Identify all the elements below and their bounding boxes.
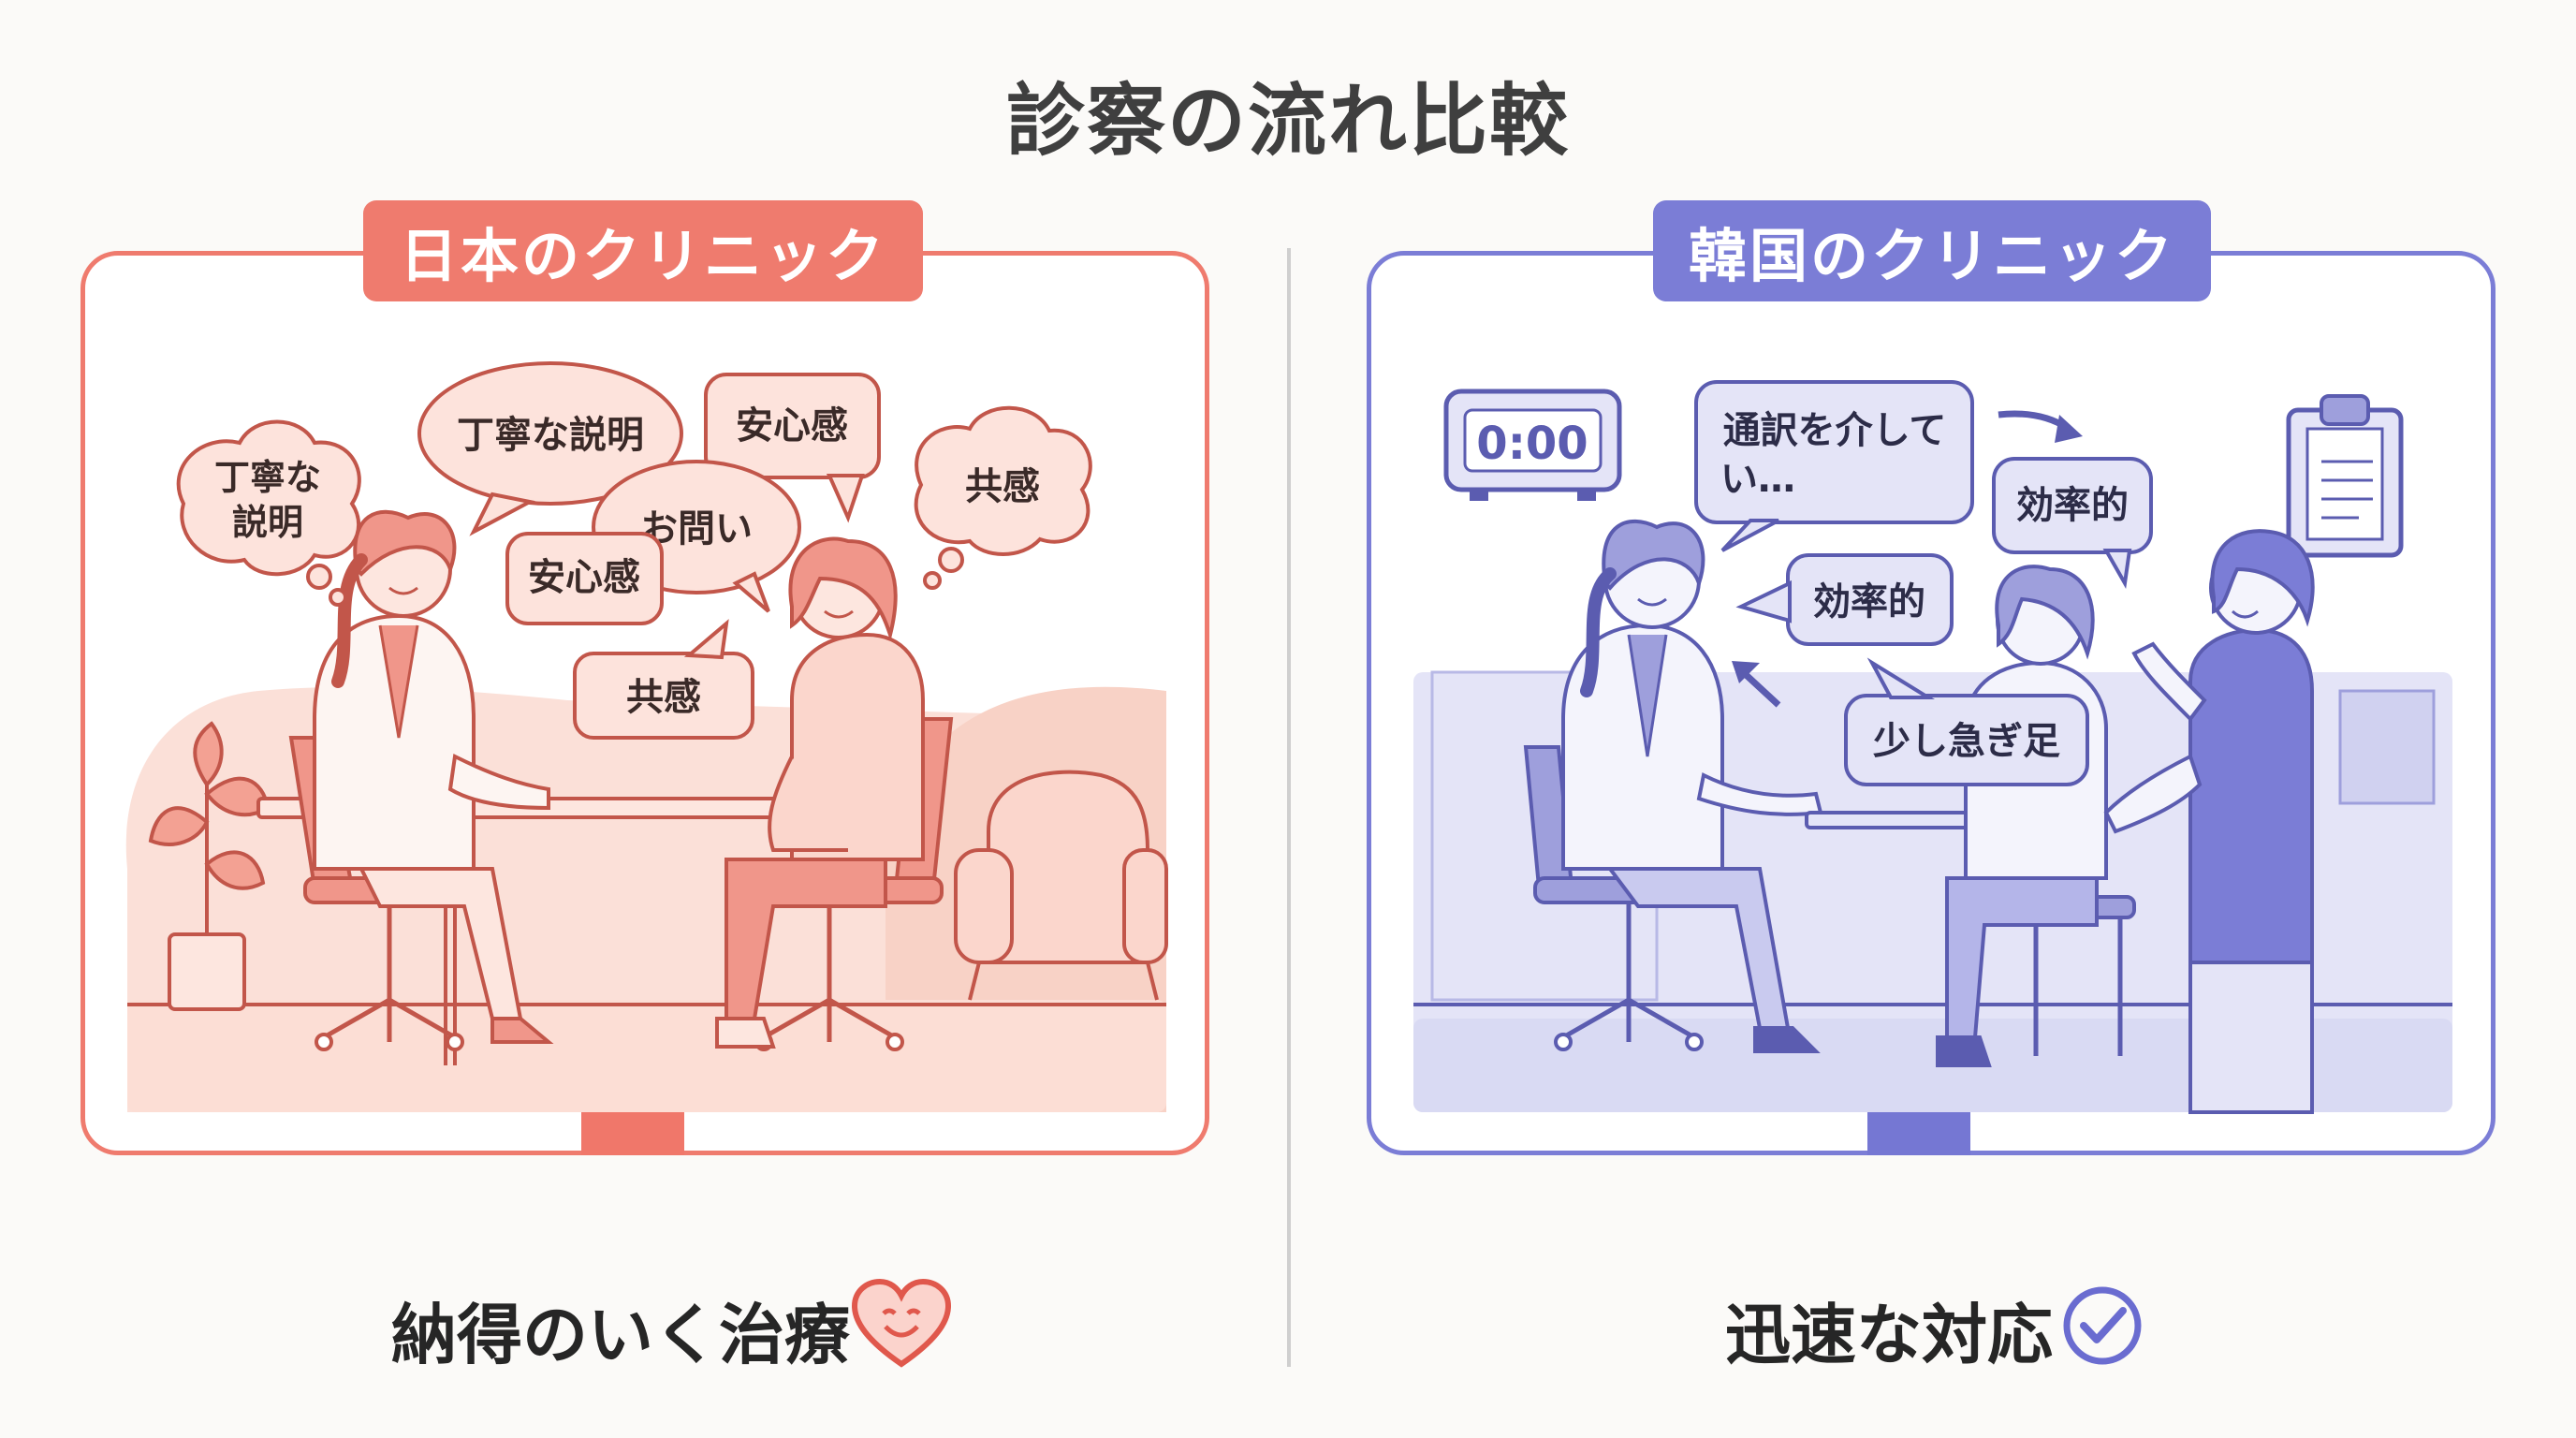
speech-bubble-reassurance-1: 安心感 (704, 373, 881, 523)
svg-text:少し急ぎ足: 少し急ぎ足 (1873, 720, 2060, 763)
arrow-up-left-icon (1738, 668, 1781, 708)
japan-clinic-label: 日本のクリニック (363, 200, 923, 301)
speech-bubble-careful-explanation: 丁寧な説明 (417, 361, 683, 536)
digital-clock-icon: 0:00 (1443, 389, 1622, 501)
armchair-icon (954, 770, 1168, 1001)
clock-display: 0:00 (1476, 418, 1588, 470)
svg-text:丁寧な説明: 丁寧な説明 (457, 414, 644, 457)
svg-text:い…: い… (1720, 458, 1795, 501)
plant-icon (148, 721, 271, 1011)
doctor-figure (313, 509, 554, 1044)
patient-figure (715, 536, 925, 1049)
korea-clinic-label: 韓国のクリニック (1653, 200, 2211, 301)
svg-text:効率的: 効率的 (2016, 484, 2129, 527)
check-circle-icon (2063, 1286, 2142, 1365)
speech-bubble-rushed: 少し急ぎ足 (1844, 657, 2089, 786)
interpreter-figure (2103, 529, 2315, 1114)
korea-clinic-illustration: 0:00 (1413, 380, 2452, 1155)
page-title: 診察の流れ比較 (1005, 75, 1570, 167)
doctor-figure-korea (1561, 519, 1823, 1053)
svg-text:通訳を介して: 通訳を介して (1723, 409, 1947, 452)
speech-bubble-empathy: 共感 (573, 619, 754, 740)
speech-bubble-interpreting: 通訳を介して い… (1694, 380, 1974, 552)
thought-left-line1: 丁寧な (214, 457, 321, 498)
heart-smile-icon (851, 1278, 952, 1368)
svg-text:安心感: 安心感 (736, 404, 848, 448)
clipboard-icon (2286, 394, 2404, 558)
speech-bubble-reassurance-2: 安心感 (505, 532, 664, 625)
korea-outcome: 迅速な対応 (1725, 1283, 2053, 1377)
arrow-down-left (581, 1112, 684, 1155)
svg-text:共感: 共感 (965, 465, 1040, 508)
japan-outcome-text: 納得のいく治療 (391, 1297, 850, 1373)
svg-text:安心感: 安心感 (528, 556, 640, 599)
korea-outcome-text: 迅速な対応 (1725, 1297, 2053, 1373)
speech-bubble-efficient-2: 効率的 (1735, 553, 1954, 646)
japan-clinic-illustration: 丁寧な 説明 丁寧な説明 安心感 お問い 安心感 共感 共感 (125, 361, 1168, 1155)
japan-outcome: 納得のいく治療 (391, 1283, 850, 1377)
arrow-down-right (1867, 1112, 1970, 1155)
svg-text:効率的: 効率的 (1813, 580, 1925, 624)
thought-bubble-left: 丁寧な 説明 (176, 419, 361, 607)
thought-left-line2: 説明 (232, 502, 303, 543)
svg-text:共感: 共感 (626, 676, 701, 719)
thought-bubble-right: 共感 (914, 405, 1092, 590)
speech-bubble-efficient-1: 効率的 (1992, 457, 2153, 590)
center-divider (1287, 248, 1291, 1367)
